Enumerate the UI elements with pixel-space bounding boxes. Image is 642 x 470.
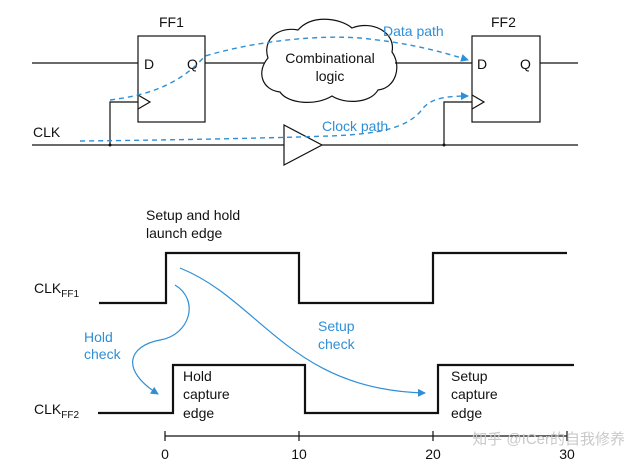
- clk-ff1-label: CLKFF1: [34, 280, 79, 300]
- setup-capture-label-line1: Setup: [451, 368, 488, 384]
- ff2-box: [471, 35, 541, 123]
- ff1-clock-branch: [109, 101, 138, 145]
- clk-label: CLK: [33, 124, 61, 140]
- combinational-logic-cloud: [261, 18, 398, 103]
- ff1-box: [137, 35, 206, 123]
- data-path-label: Data path: [383, 23, 444, 39]
- setup-check-arrow: [179, 267, 426, 397]
- launch-edge-label-line1: Setup and hold: [146, 207, 240, 223]
- clk-ff2-waveform: [98, 363, 574, 415]
- clock-path-arrow: [79, 92, 469, 142]
- setup-capture-label-line3: edge: [451, 405, 482, 421]
- setup-check-label-line2: check: [318, 336, 356, 352]
- hold-check-label-line1: Hold: [84, 329, 113, 345]
- time-tick-label-0: 0: [161, 446, 169, 462]
- ff1-title: FF1: [159, 14, 184, 30]
- ff2-d-pin: D: [477, 56, 487, 72]
- ff2-clock-branch: [443, 101, 472, 145]
- launch-edge-label-line2: launch edge: [146, 225, 223, 241]
- clock-buffer: [283, 124, 324, 166]
- time-tick-label-20: 20: [425, 446, 441, 462]
- clk-ff2-label: CLKFF2: [34, 401, 79, 421]
- clk-junction-1: [108, 143, 112, 147]
- hold-capture-label-line1: Hold: [183, 368, 212, 384]
- hold-check-arrow: [132, 284, 190, 395]
- ff1-clock-triangle: [137, 94, 152, 110]
- setup-capture-label-line2: capture: [451, 386, 498, 402]
- logic-label-line2: logic: [316, 68, 345, 84]
- ff2-clock-triangle: [471, 94, 486, 110]
- timing-waveforms: Setup and hold launch edge CLKFF1 CLKFF2…: [34, 207, 575, 462]
- hold-capture-label-line2: capture: [183, 386, 230, 402]
- setup-check-label-line1: Setup: [318, 318, 355, 334]
- time-tick-label-30: 30: [559, 446, 575, 462]
- logic-label-line1: Combinational: [285, 50, 375, 66]
- hold-check-label-line2: check: [84, 346, 122, 362]
- clock-path-label: Clock path: [322, 118, 388, 134]
- watermark: 知乎 @ICer的自我修养: [472, 431, 625, 448]
- ff1-q-pin: Q: [187, 56, 198, 72]
- hold-capture-label-line3: edge: [183, 405, 214, 421]
- data-path-arrow: [109, 36, 469, 101]
- time-tick-label-10: 10: [291, 446, 307, 462]
- ff2-title: FF2: [491, 14, 516, 30]
- ff2-q-pin: Q: [520, 56, 531, 72]
- clk-ff1-waveform: [99, 251, 567, 305]
- ff1-d-pin: D: [144, 56, 154, 72]
- circuit-schematic: FF1 D Q FF2 D Q Combinational logic CLK …: [32, 14, 578, 166]
- clk-junction-2: [442, 143, 446, 147]
